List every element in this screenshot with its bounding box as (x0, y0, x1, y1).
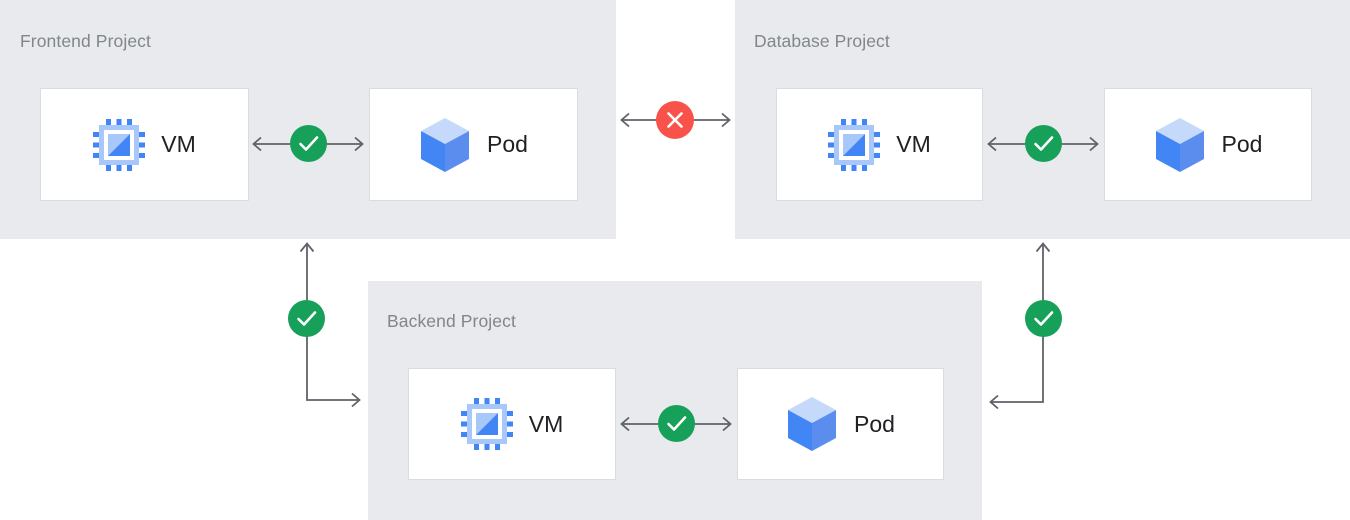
card-frontend-vm[interactable]: VM (40, 88, 249, 201)
card-backend-vm[interactable]: VM (408, 368, 616, 480)
check-circle-icon (288, 300, 325, 337)
card-database-vm-label: VM (896, 131, 931, 157)
vm-chip-icon (460, 398, 513, 450)
status-badge-frontend-database[interactable] (656, 101, 694, 139)
card-frontend-vm-label: VM (161, 131, 196, 157)
panel-database-title: Database Project (754, 31, 890, 51)
status-badge-frontend-backend[interactable] (288, 300, 325, 337)
card-backend-pod-label: Pod (854, 410, 895, 437)
check-circle-icon (658, 405, 695, 442)
pod-cube-icon (786, 396, 838, 452)
card-frontend-pod-label: Pod (487, 131, 528, 157)
card-database-pod-label: Pod (1221, 131, 1263, 157)
card-database-vm[interactable]: VM (776, 88, 983, 201)
panel-backend-title: Backend Project (387, 311, 516, 331)
status-badge-database-internal[interactable] (1025, 125, 1062, 162)
x-circle-icon (656, 101, 694, 139)
vm-chip-icon (93, 118, 146, 171)
connector-database-backend (980, 234, 1065, 414)
card-database-pod[interactable]: Pod (1104, 88, 1312, 201)
pod-cube-icon (419, 117, 471, 173)
vm-chip-icon (828, 118, 881, 171)
card-backend-vm-label: VM (528, 410, 564, 437)
check-circle-icon (290, 125, 327, 162)
connector-frontend-backend (290, 234, 375, 414)
pod-cube-icon (1154, 117, 1206, 173)
check-circle-icon (1025, 300, 1062, 337)
panel-frontend-title: Frontend Project (20, 31, 151, 51)
status-badge-frontend-internal[interactable] (290, 125, 327, 162)
status-badge-database-backend[interactable] (1025, 300, 1062, 337)
status-badge-backend-internal[interactable] (658, 405, 695, 442)
card-frontend-pod[interactable]: Pod (369, 88, 578, 201)
card-backend-pod[interactable]: Pod (737, 368, 944, 480)
check-circle-icon (1025, 125, 1062, 162)
